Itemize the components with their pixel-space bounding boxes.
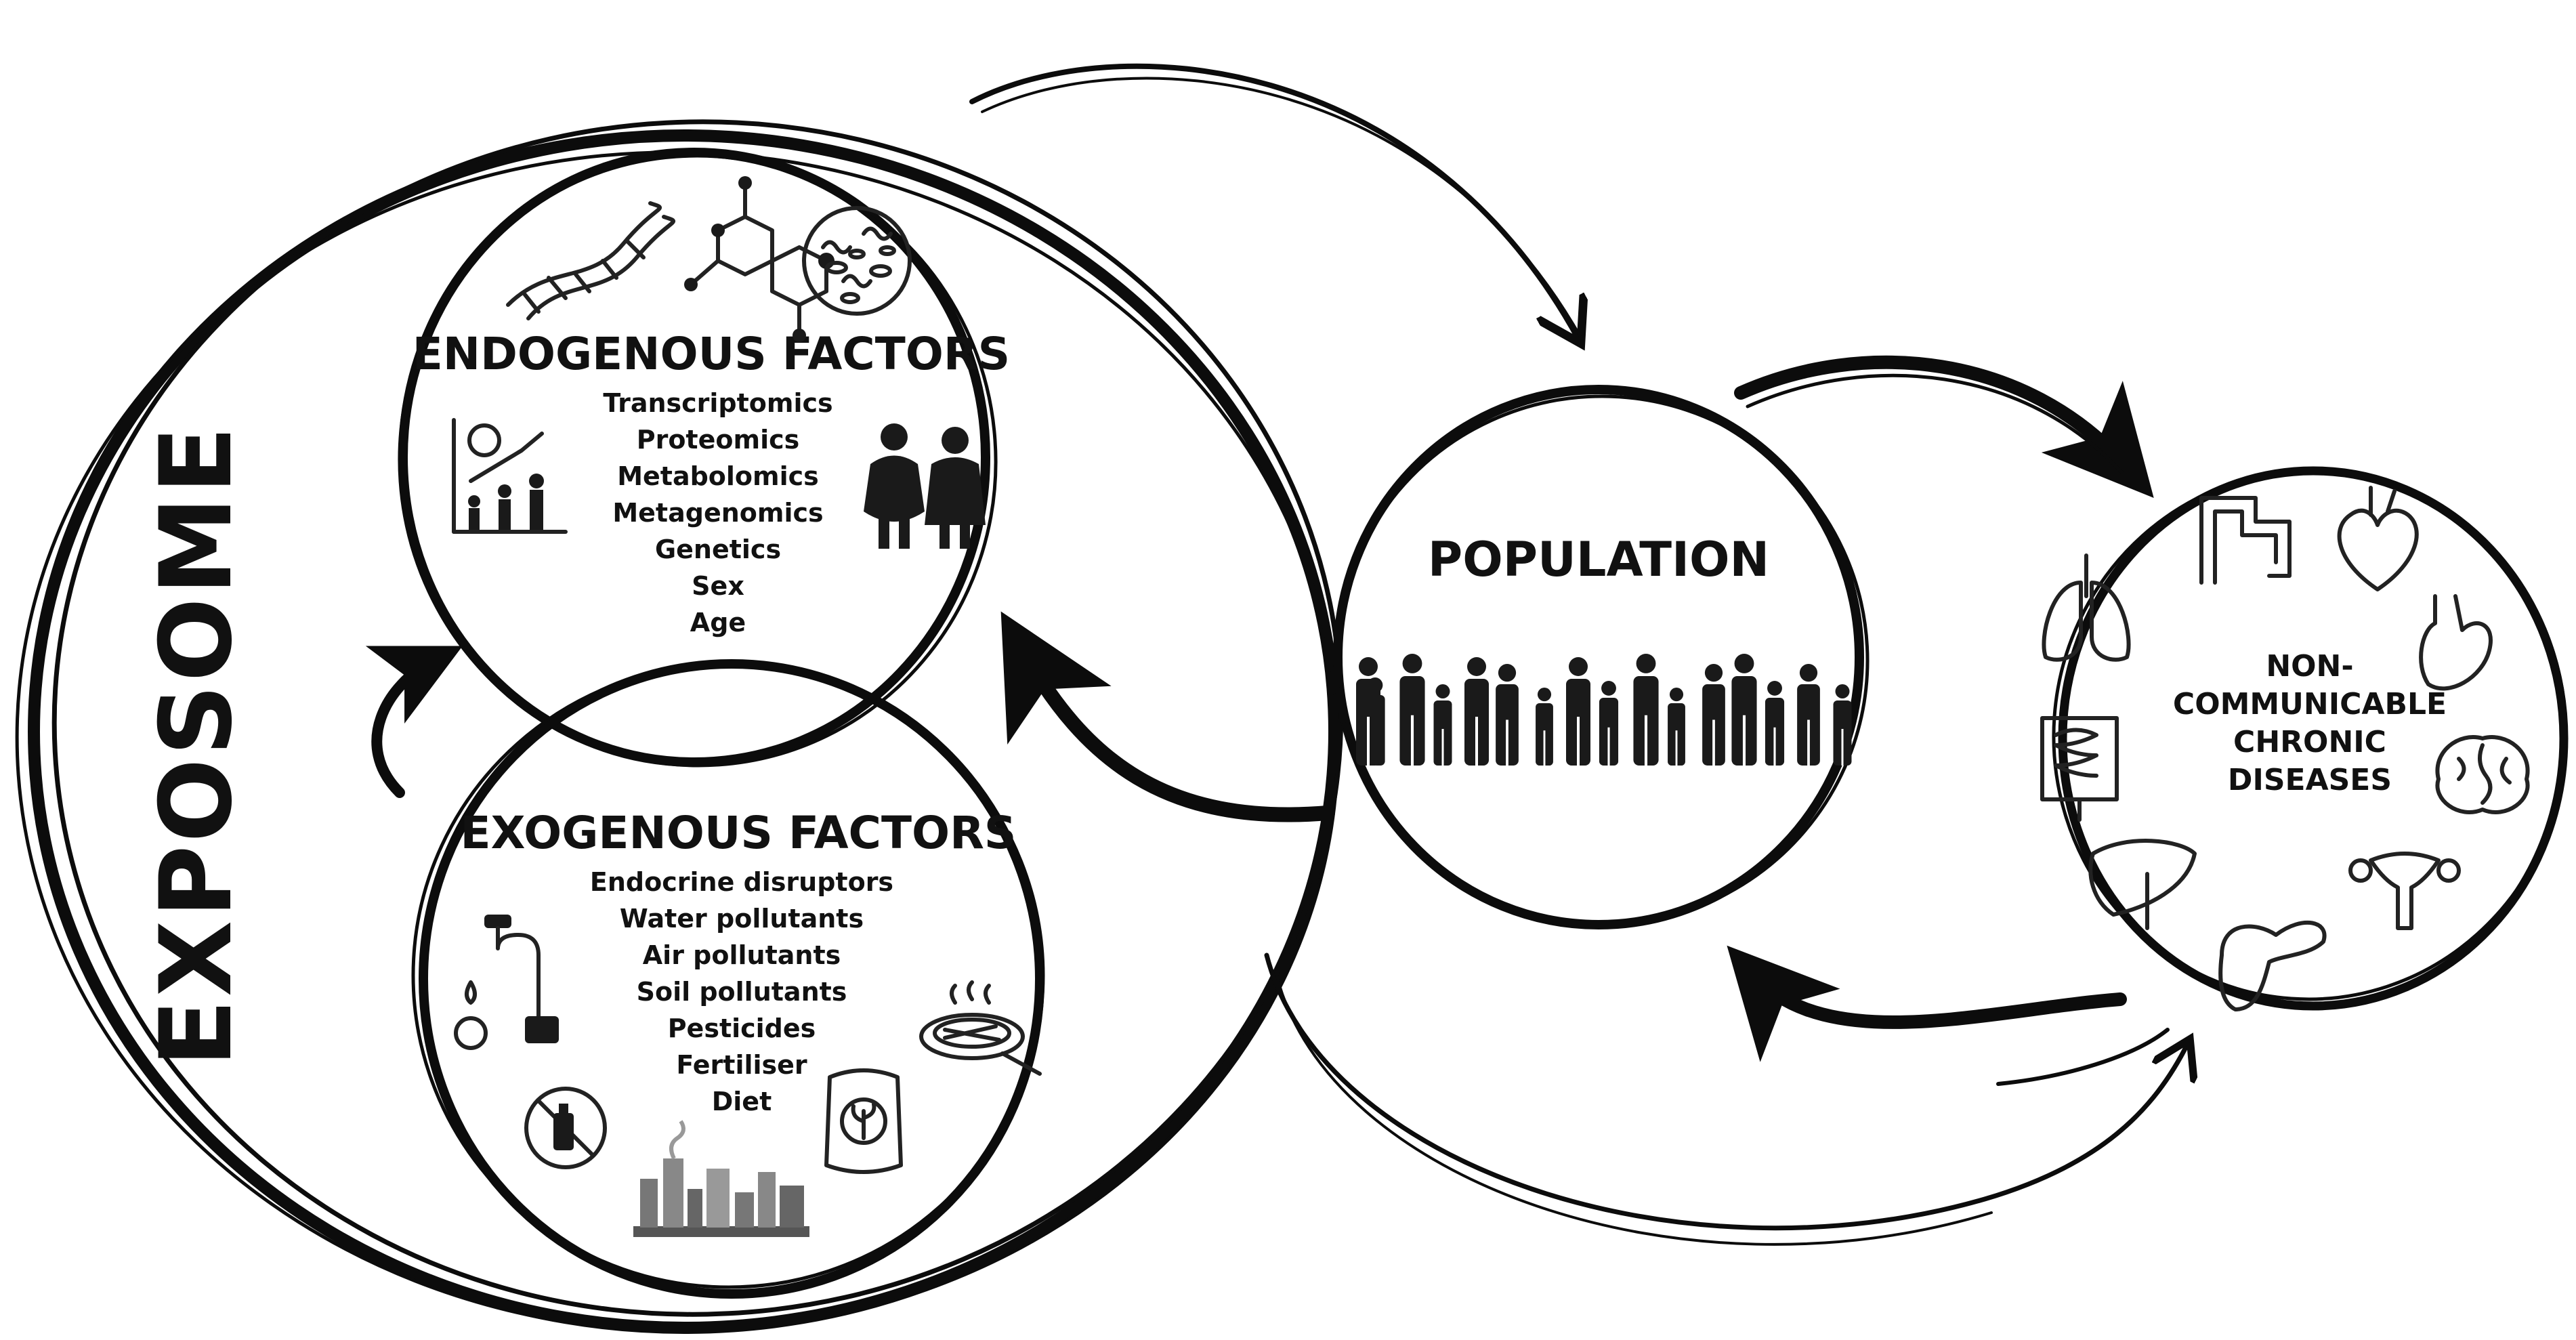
endogenous-item: Transcriptomics: [603, 388, 832, 418]
person-silhouette: [1399, 654, 1425, 766]
person-silhouette: [1833, 684, 1852, 766]
person-silhouette: [1536, 688, 1553, 766]
intestine-icon: [2040, 716, 2119, 822]
exogenous-item: Diet: [712, 1087, 772, 1116]
person-silhouette: [1496, 664, 1519, 766]
endogenous-item: Genetics: [655, 535, 781, 564]
elderly-couple-icon: [864, 423, 986, 549]
ncd-title-line: COMMUNICABLE: [2173, 687, 2447, 721]
liver-icon: [2088, 839, 2197, 930]
endogenous-item: Proteomics: [637, 425, 800, 455]
exogenous-item: Water pollutants: [620, 904, 864, 934]
ncd-title-line: CHRONIC: [2233, 725, 2386, 759]
endogenous-circle: [398, 148, 998, 768]
person-silhouette: [1668, 688, 1685, 766]
exogenous-item: Pesticides: [668, 1013, 816, 1043]
arrow-exposome-to-population: [969, 63, 1582, 339]
factory-city-icon: [633, 1120, 809, 1237]
uterus-icon: [2348, 852, 2461, 930]
molecule-icon: [684, 176, 835, 342]
stomach-icon: [2419, 594, 2493, 691]
exogenous-list: Endocrine disruptors Water pollutants Ai…: [590, 867, 893, 1116]
person-silhouette: [1433, 684, 1452, 766]
person-silhouette: [1566, 657, 1590, 766]
person-silhouette: [1599, 681, 1619, 766]
person-silhouette: [1731, 654, 1757, 766]
person-silhouette: [1702, 664, 1725, 766]
arrow-ncd-to-population: [1727, 945, 2127, 1062]
person-silhouette: [1797, 664, 1820, 766]
exogenous-item: Soil pollutants: [637, 977, 847, 1007]
endogenous-list: Transcriptomics Proteomics Metabolomics …: [603, 388, 832, 637]
faucet-icon: [454, 915, 559, 1050]
person-silhouette: [1356, 657, 1380, 766]
arrow-exposome-to-ncd: [1264, 952, 2188, 1246]
lungs-icon: [2042, 553, 2131, 662]
exogenous-item: Endocrine disruptors: [590, 867, 893, 897]
no-spray-icon: [524, 1087, 607, 1169]
population-circle: [1333, 385, 1870, 929]
dna-icon: [506, 201, 676, 320]
population-title: POPULATION: [1428, 532, 1769, 587]
crowd-icon: [1356, 654, 1852, 766]
grilled-food-icon: [919, 980, 1042, 1076]
ncd-title: NON- COMMUNICABLE CHRONIC DISEASES: [2173, 649, 2447, 797]
person-silhouette: [1765, 681, 1785, 766]
endogenous-item: Metabolomics: [617, 461, 819, 491]
person-silhouette: [1633, 654, 1659, 766]
aging-chart-icon: [452, 418, 568, 534]
ncd-title-line: DISEASES: [2228, 763, 2392, 797]
endogenous-item: Age: [690, 608, 746, 637]
person-silhouette: [1464, 657, 1489, 766]
ncd-title-line: NON-: [2266, 649, 2353, 684]
colon-icon: [2199, 496, 2292, 585]
arrow-population-to-endogenous: [1000, 611, 1335, 822]
pancreas-icon: [2218, 920, 2327, 1011]
endogenous-title: ENDOGENOUS FACTORS: [413, 328, 1010, 380]
arrow-exogenous-to-endogenous: [365, 646, 463, 798]
exposome-label: EXPOSOME: [139, 423, 254, 1067]
exogenous-title: EXOGENOUS FACTORS: [461, 807, 1017, 859]
exogenous-circle: [411, 659, 1045, 1299]
arrow-population-to-ncd: [1734, 355, 2154, 498]
endogenous-item: Metagenomics: [612, 498, 823, 528]
exogenous-item: Air pollutants: [643, 940, 841, 970]
fertiliser-bag-icon: [824, 1068, 903, 1174]
exogenous-item: Fertiliser: [676, 1050, 807, 1080]
brain-icon: [2435, 735, 2530, 814]
heart-icon: [2337, 486, 2419, 591]
endogenous-item: Sex: [692, 571, 744, 601]
microbiome-icon: [802, 206, 912, 316]
